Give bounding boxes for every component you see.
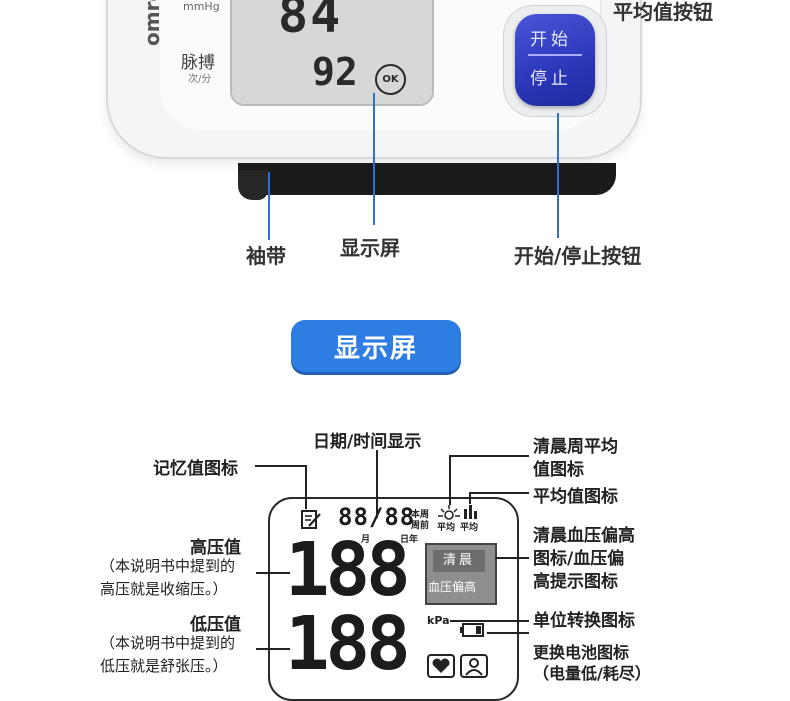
morning-week-avg-label-1: 清晨周平均 bbox=[533, 437, 618, 457]
morning-hypertension-label-1: 清晨血压偏高 bbox=[533, 526, 635, 546]
battery-leader bbox=[487, 632, 529, 634]
start-stop-button[interactable] bbox=[515, 14, 595, 106]
lcd-pulse-value: 92 bbox=[312, 50, 358, 94]
heart-icon bbox=[427, 654, 455, 678]
hypertension-icon-label: 血压偏高 bbox=[428, 580, 477, 594]
date-time-label: 日期/时间显示 bbox=[313, 432, 422, 452]
button-divider bbox=[528, 54, 582, 56]
lcd-week-before-label: 周前 bbox=[411, 521, 430, 531]
diastolic-note-2: 低压就是舒张压。） bbox=[100, 657, 228, 675]
display-pointer bbox=[373, 93, 375, 225]
start-stop-callout: 开始/停止按钮 bbox=[514, 244, 642, 268]
morning-hypertension-label-3: 高提示图标 bbox=[533, 572, 618, 592]
lcd-day-label: 日年 bbox=[400, 535, 419, 545]
pulse-unit: 次/分 bbox=[188, 74, 212, 85]
battery-label-1: 更换电池图标 bbox=[533, 643, 630, 662]
lcd-avg-label-1: 平均 bbox=[437, 523, 456, 533]
diastolic-leader bbox=[256, 648, 290, 650]
sun-icon bbox=[438, 505, 460, 520]
unit-label: mmHg bbox=[183, 0, 220, 13]
morning-avg-leader-h bbox=[449, 455, 529, 457]
battery-label-2: （电量低/耗尽） bbox=[533, 664, 651, 683]
morning-week-avg-label-2: 值图标 bbox=[533, 460, 584, 480]
battery-icon bbox=[460, 623, 484, 637]
unit-switch-label: 单位转换图标 bbox=[533, 611, 635, 631]
morning-hypertension-label-2: 图标/血压偏 bbox=[533, 549, 625, 569]
average-bars-icon bbox=[464, 505, 477, 519]
lcd-diastolic-digits: 188 bbox=[285, 601, 411, 687]
systolic-label: 高压值 bbox=[190, 538, 241, 558]
hypertension-leader bbox=[495, 557, 529, 559]
unit-switch-leader bbox=[450, 620, 529, 622]
lcd-kpa-label: kPa bbox=[427, 614, 450, 627]
memory-leader-v bbox=[305, 465, 307, 509]
morning-icon-label: 清晨 bbox=[433, 550, 485, 572]
pulse-label: 脉搏 bbox=[181, 53, 215, 73]
lcd-month-label: 月 bbox=[361, 535, 371, 545]
systolic-note-1: （本说明书中提到的 bbox=[100, 557, 236, 575]
lcd-systolic-digits: 188 bbox=[285, 527, 411, 613]
button-pointer bbox=[557, 113, 559, 238]
stop-button-label: 停止 bbox=[530, 69, 572, 89]
lcd-week-label: 本周 bbox=[411, 510, 430, 520]
average-leader-v bbox=[469, 492, 471, 504]
user-icon bbox=[460, 654, 488, 678]
display-callout: 显示屏 bbox=[340, 236, 400, 260]
start-button-label: 开始 bbox=[530, 30, 572, 50]
lcd-pressure-value: 84 bbox=[278, 0, 343, 44]
ok-icon: OK bbox=[375, 64, 406, 95]
diastolic-label: 低压值 bbox=[190, 615, 241, 635]
memory-icon-label: 记忆值图标 bbox=[153, 459, 238, 479]
systolic-note-2: 高压就是收缩压。） bbox=[100, 580, 228, 598]
average-button-callout: 平均值按钮 bbox=[613, 0, 713, 24]
diastolic-note-1: （本说明书中提到的 bbox=[100, 634, 236, 652]
section-title-badge: 显示屏 bbox=[291, 320, 461, 372]
lcd-avg-label-2: 平均 bbox=[460, 523, 479, 533]
average-icon-label: 平均值图标 bbox=[533, 487, 618, 507]
cuff-pointer bbox=[268, 172, 270, 240]
cuff-callout: 袖带 bbox=[246, 244, 286, 268]
memory-icon bbox=[301, 510, 321, 529]
date-time-leader bbox=[376, 450, 378, 518]
average-leader-h bbox=[469, 492, 529, 494]
cuff-strap-fold bbox=[238, 170, 268, 200]
systolic-leader bbox=[256, 572, 290, 574]
morning-avg-leader-v bbox=[449, 455, 451, 505]
brand-logo: omron bbox=[140, 0, 164, 46]
cuff-strap bbox=[238, 163, 616, 195]
memory-leader-h bbox=[255, 465, 307, 467]
